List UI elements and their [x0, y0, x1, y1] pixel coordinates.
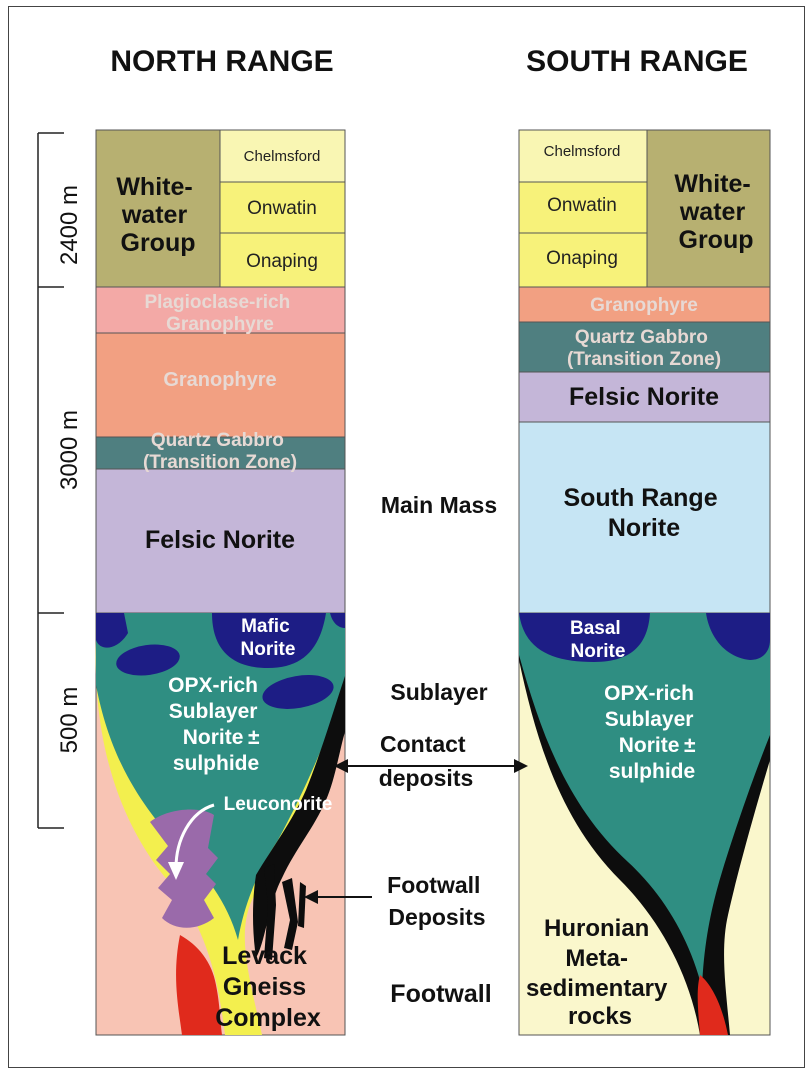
- footwall-deposits-label: Footwall Deposits: [387, 872, 487, 930]
- south-chelmsford-label: Chelmsford: [544, 143, 621, 160]
- scale-label-top: 2400 m: [56, 185, 83, 265]
- north-felsic-norite-label: Felsic Norite: [145, 526, 295, 554]
- north-quartz-gabbro-label: Quartz Gabbro (Transition Zone): [143, 430, 297, 473]
- south-onwatin-label: Onwatin: [547, 195, 617, 216]
- north-onwatin-label: Onwatin: [247, 198, 317, 219]
- footwall-label: Footwall: [390, 980, 491, 1008]
- south-quartz-gabbro-label: Quartz Gabbro (Transition Zone): [567, 327, 721, 370]
- scale-label-bottom: 500 m: [56, 687, 83, 754]
- north-granophyre-label: Granophyre: [163, 369, 276, 391]
- north-range-title: NORTH RANGE: [110, 45, 333, 78]
- south-granophyre-label: Granophyre: [590, 295, 698, 316]
- north-plagioclase-granophyre-label: Plagioclase-rich Granophyre: [144, 292, 295, 335]
- north-chelmsford-label: Chelmsford: [244, 148, 321, 165]
- scale-label-middle: 3000 m: [56, 410, 83, 490]
- north-plus-minus-symbol: ±: [248, 726, 260, 749]
- south-plus-minus-symbol: ±: [684, 734, 696, 757]
- south-onaping-label: Onaping: [546, 248, 618, 269]
- sublayer-label: Sublayer: [390, 679, 487, 705]
- main-mass-label: Main Mass: [381, 492, 497, 518]
- depth-scale-bar: 2400 m 3000 m 500 m: [38, 133, 83, 828]
- south-whitewater-label: White- water Group: [674, 170, 757, 254]
- north-levack-gneiss-label: Levack Gneiss Complex: [215, 942, 321, 1032]
- north-whitewater-label: White- water Group: [116, 173, 199, 257]
- contact-deposits-label: Contact deposits: [379, 731, 474, 791]
- south-range-title: SOUTH RANGE: [526, 45, 748, 78]
- south-felsic-norite-label: Felsic Norite: [569, 383, 719, 411]
- north-onaping-label: Onaping: [246, 251, 318, 272]
- north-leuconorite-label: Leuconorite: [224, 794, 333, 815]
